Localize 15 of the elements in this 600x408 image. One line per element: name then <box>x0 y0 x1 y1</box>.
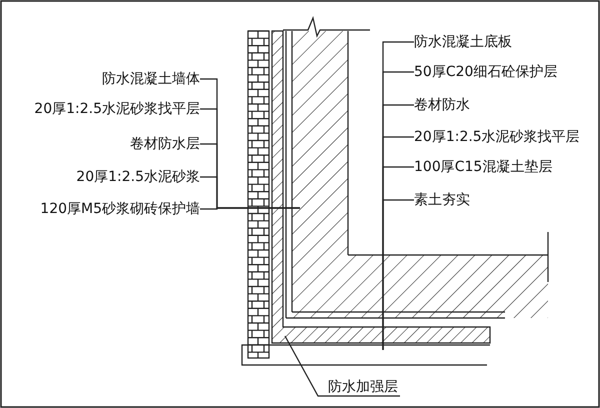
leader-line <box>382 199 414 350</box>
layer-label: 120厚M5砂浆砌砖保护墙 <box>40 200 200 218</box>
layer-label: 20厚1:2.5水泥砂浆找平层 <box>414 128 580 146</box>
layer-label: 素土夯实 <box>414 191 470 209</box>
layer-label: 防水加强层 <box>328 378 398 396</box>
layer-label: 防水混凝土墙体 <box>102 70 200 88</box>
layer-label: 卷材防水 <box>414 96 470 114</box>
layer-label: 20厚1:2.5水泥砂浆找平层 <box>34 100 200 118</box>
layer-label: 50厚C20细石砼保护层 <box>414 63 558 81</box>
layer-label: 20厚1:2.5水泥砂浆 <box>76 168 200 186</box>
layer-label: 卷材防水层 <box>130 135 200 153</box>
layer-label: 防水混凝土底板 <box>414 33 512 51</box>
layer-label: 100厚C15混凝土垫层 <box>414 158 552 176</box>
leader-line <box>200 207 300 210</box>
leader-line <box>284 336 400 397</box>
